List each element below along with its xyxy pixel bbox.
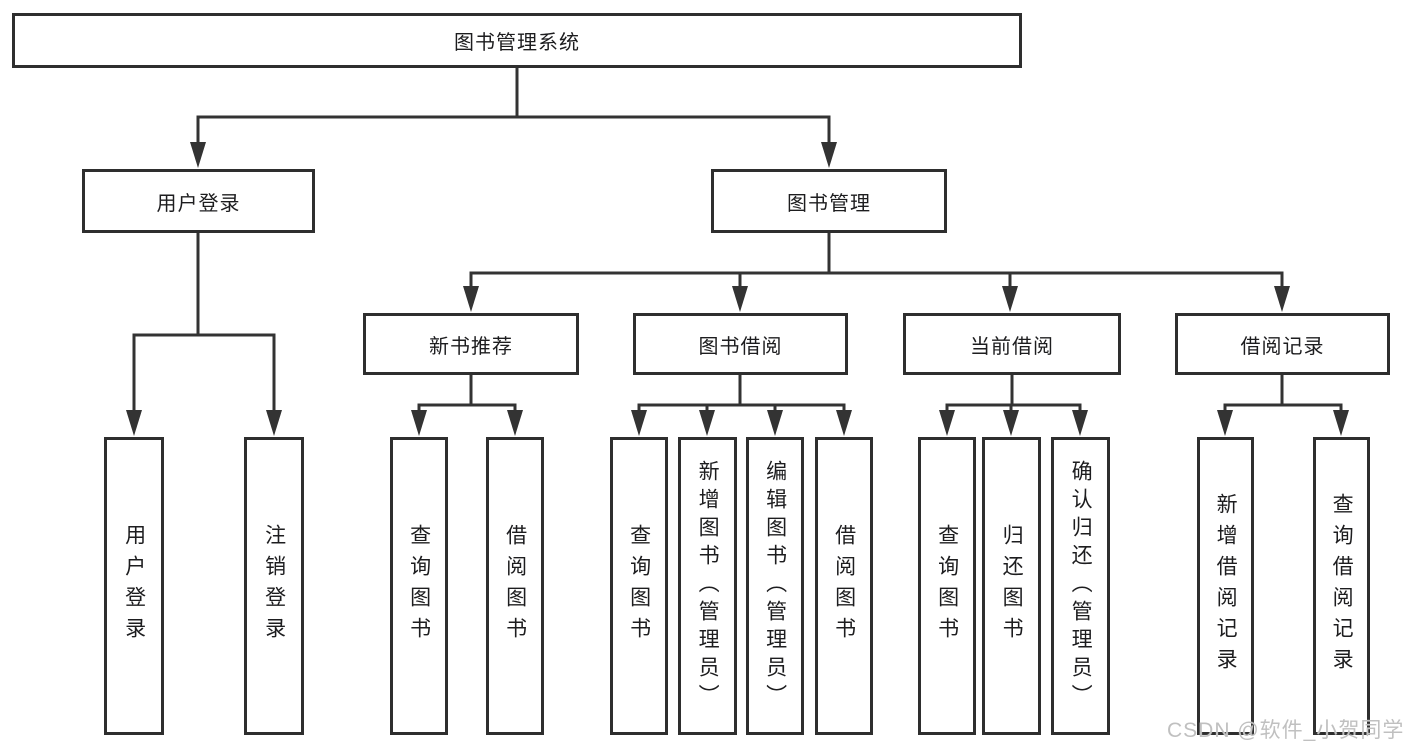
leaf-query-book-3: 查询图书 [918,437,976,735]
leaf-return-book: 归还图书 [982,437,1041,735]
connector-group [411,373,523,436]
leaf-borrow-book-2: 借阅图书 [815,437,873,735]
leaf-query-book-2: 查询图书 [610,437,668,735]
node-borrow-records: 借阅记录 [1175,313,1390,375]
connector-group [939,373,1088,436]
connector-group [463,231,1290,312]
node-current-borrow: 当前借阅 [903,313,1121,375]
node-new-book-recommend: 新书推荐 [363,313,579,375]
connector-group [190,66,837,168]
leaf-confirm-return-admin: 确认归还（管理员） [1051,437,1110,735]
node-root: 图书管理系统 [12,13,1022,68]
leaf-user-login: 用户登录 [104,437,164,735]
watermark-text: CSDN @软件_小贺同学 [1167,719,1405,742]
node-book-management: 图书管理 [711,169,947,233]
connector-group [631,373,852,436]
leaf-query-borrow-record: 查询借阅记录 [1313,437,1370,735]
leaf-query-book-1: 查询图书 [390,437,448,735]
leaf-add-book-admin: 新增图书（管理员） [678,437,737,735]
connector-group [126,231,282,436]
leaf-borrow-book-1: 借阅图书 [486,437,544,735]
connector-group [1217,373,1349,436]
leaf-add-borrow-record: 新增借阅记录 [1197,437,1254,735]
node-user-login: 用户登录 [82,169,315,233]
leaf-logout: 注销登录 [244,437,304,735]
node-book-borrow: 图书借阅 [633,313,848,375]
leaf-edit-book-admin: 编辑图书（管理员） [746,437,804,735]
